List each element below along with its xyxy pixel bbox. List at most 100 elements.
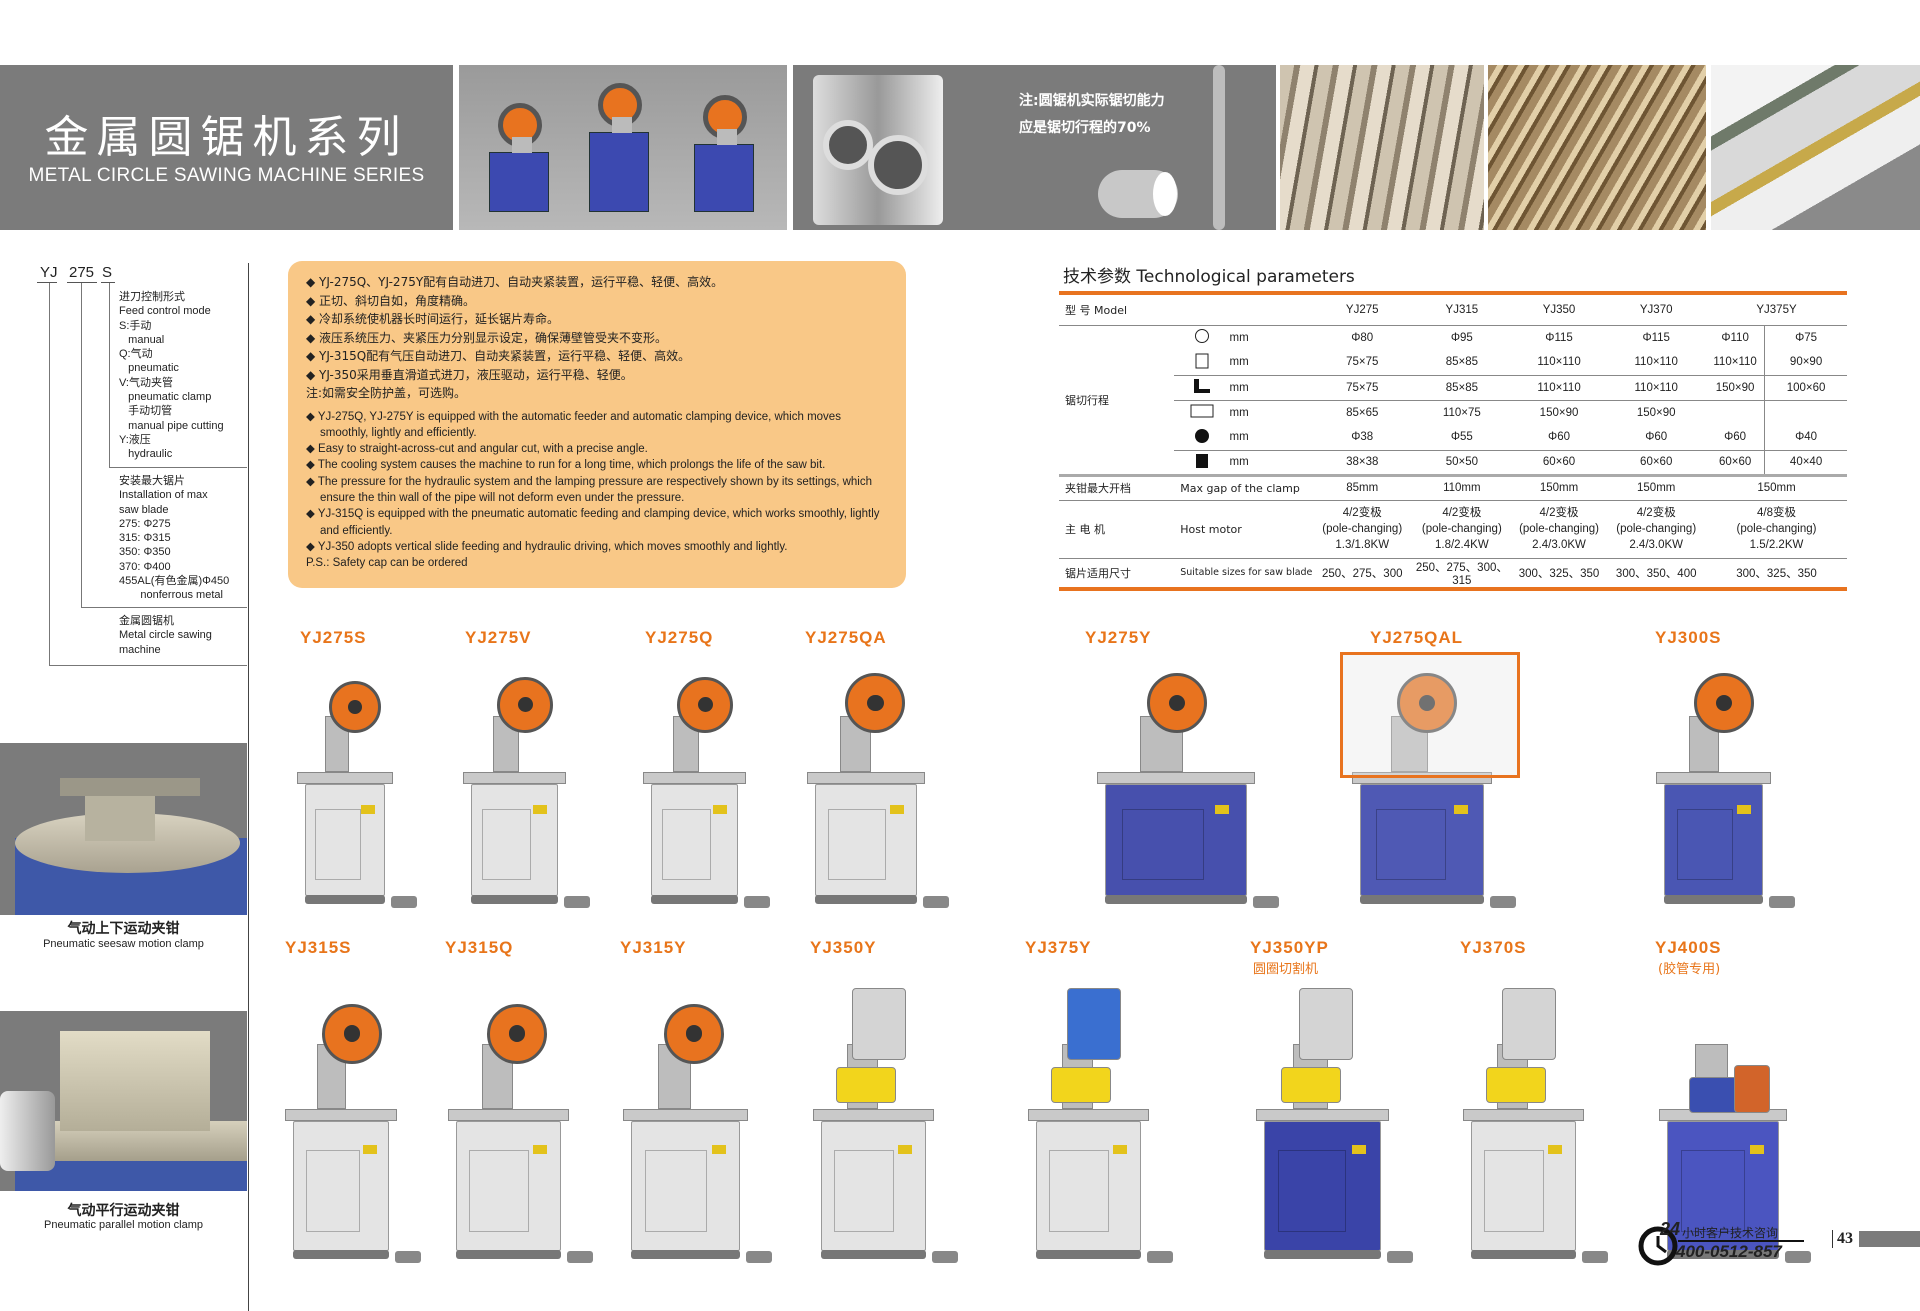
foot-pedal — [931, 1251, 958, 1263]
work-table — [463, 772, 566, 784]
product-subtitle: 圆圈切割机 — [1253, 962, 1319, 977]
warning-label — [1215, 804, 1230, 814]
motor-line: 1.8/2.4KW — [1434, 539, 1489, 551]
saw-blade — [1147, 672, 1208, 733]
hotline-number: 400-0512-857 — [1676, 1242, 1782, 1261]
cabinet-door — [1278, 1150, 1346, 1233]
tech-params-title: 技术参数 Technological parameters — [1063, 267, 1355, 287]
clamp-value: 110mm — [1412, 473, 1512, 500]
motor-line: 1.5/2.2KW — [1749, 539, 1804, 551]
motor-value: 4/2变极(pole-changing)1.3/1.8KW — [1312, 499, 1413, 558]
feed-mode-text: 进刀控制形式 Feed control mode S:手动 manual Q:气… — [119, 291, 224, 461]
machine-cabinet — [1035, 1121, 1141, 1251]
machine-cabinet — [820, 1121, 926, 1251]
foot-pedal — [395, 1251, 422, 1263]
motor-line: (pole-changing) — [1519, 523, 1599, 535]
machine-cabinet — [631, 1121, 740, 1251]
product-name: YJ300S — [1655, 628, 1722, 647]
saw-blade-photo — [1488, 65, 1706, 230]
stroke-value: 110×75 — [1412, 399, 1512, 425]
work-table — [1462, 1109, 1584, 1121]
cabinet-door — [468, 1150, 529, 1233]
feature-cn-item: ◆ 液压系统压力、夹紧压力分别显示设定，确保薄壁管受夹不变形。 — [306, 330, 668, 345]
stroke-value: 150×90 — [1511, 399, 1607, 425]
machine-feet — [1664, 895, 1764, 904]
feature-en-item: ◆ YJ-275Q, YJ-275Y is equipped with the … — [306, 410, 841, 439]
foot-pedal — [566, 1251, 593, 1263]
square-outline-icon — [1174, 350, 1229, 375]
machine-image — [1330, 652, 1530, 908]
motor-line: 4/2变极 — [1539, 507, 1579, 519]
motor-line: (pole-changing) — [1322, 523, 1403, 535]
machine-cabinet — [471, 784, 558, 896]
stroke-value: 75×75 — [1312, 374, 1413, 400]
work-table — [296, 772, 394, 784]
stroke-label: 锯切行程 — [1059, 324, 1175, 475]
stroke-value: 85×85 — [1412, 374, 1512, 400]
product-name: YJ275QA — [805, 628, 887, 647]
blade-value: 250、275、300、315 — [1412, 557, 1512, 591]
motor-unit — [1298, 988, 1353, 1061]
clamp-value: 150mm — [1511, 473, 1607, 500]
foot-pedal — [563, 896, 590, 908]
motor-line: 1.3/1.8KW — [1335, 539, 1390, 551]
work-table — [1255, 1109, 1390, 1121]
feature-cn-item: 注:如需安全防护盖，可选购。 — [306, 386, 467, 400]
series-title-en: METAL CIRCLE SAWING MACHINE SERIES — [28, 165, 425, 186]
blade-guard — [1281, 1067, 1342, 1103]
blade-value: 300、350、400 — [1606, 557, 1707, 591]
product-card: YJ315Q — [430, 938, 600, 1263]
saw-blade — [497, 676, 554, 733]
motor-unit — [1067, 988, 1122, 1061]
cabinet-door — [305, 1150, 361, 1233]
motor-line: 4/8变极 — [1757, 507, 1796, 519]
blade-guard — [1486, 1067, 1547, 1103]
machine-feet — [814, 895, 918, 904]
product-name: YJ275QAL — [1370, 628, 1464, 647]
motor-label-en: Host motor — [1174, 499, 1313, 558]
warning-label — [1454, 804, 1469, 814]
cabinet-door — [1676, 809, 1734, 880]
machine-image — [450, 652, 590, 908]
foot-pedal — [1581, 1251, 1608, 1263]
product-card: YJ350Y — [795, 938, 965, 1263]
work-table — [806, 772, 926, 784]
stroke-value: 38×38 — [1312, 449, 1413, 475]
unit-label: mm — [1229, 449, 1313, 475]
warning-label — [898, 1145, 913, 1155]
pipes-diagram-photo — [793, 65, 1276, 230]
foot-pedal — [745, 1251, 772, 1263]
features-box: ◆ YJ-275Q、YJ-275Y配有自动进刀、自动夹紧装置，运行平稳、轻便、高… — [288, 261, 906, 588]
product-card: YJ275QAL — [1330, 628, 1530, 908]
motor-value: 4/2变极(pole-changing)2.4/3.0KW — [1511, 499, 1607, 558]
product-name: YJ350YP — [1250, 938, 1329, 957]
machine-image — [630, 652, 770, 908]
cabinet-door — [645, 1150, 707, 1233]
stroke-value: 110×110 — [1634, 356, 1678, 369]
cabinet-door — [827, 809, 886, 880]
foot-pedal — [1490, 896, 1516, 908]
work-table — [1656, 772, 1772, 784]
foot-pedal — [1253, 896, 1280, 908]
saw-blade — [328, 680, 381, 733]
parallel-clamp-caption-cn: 气动平行运动夹钳 — [67, 1203, 180, 1219]
stroke-value: Φ60 — [1724, 431, 1747, 444]
cabinet-door — [662, 809, 712, 880]
saw-blade — [677, 676, 734, 733]
model-label: 型 号 Model — [1059, 291, 1313, 325]
blade-label-en: Suitable sizes for saw blade — [1174, 557, 1313, 591]
cabinet-door — [833, 1150, 894, 1233]
note-line: 注:圆锯机实际锯切能力 — [1019, 93, 1165, 109]
hotline-24: 24 — [1660, 1219, 1681, 1239]
stroke-value: Φ110 — [1706, 324, 1765, 350]
feature-cn-item: ◆ YJ-315Q配有气压自动进刀、自动夹紧装置，运行平稳、轻便、高效。 — [306, 349, 691, 363]
stroke-value: 150×90 — [1706, 374, 1765, 400]
warning-label — [711, 1145, 726, 1155]
stroke-value: 60×60 — [1606, 449, 1707, 475]
unit-label: mm — [1229, 374, 1313, 400]
seesaw-clamp-caption-en: Pneumatic seesaw motion clamp — [43, 938, 204, 950]
feature-en-item: ◆ The cooling system causes the machine … — [306, 459, 826, 472]
